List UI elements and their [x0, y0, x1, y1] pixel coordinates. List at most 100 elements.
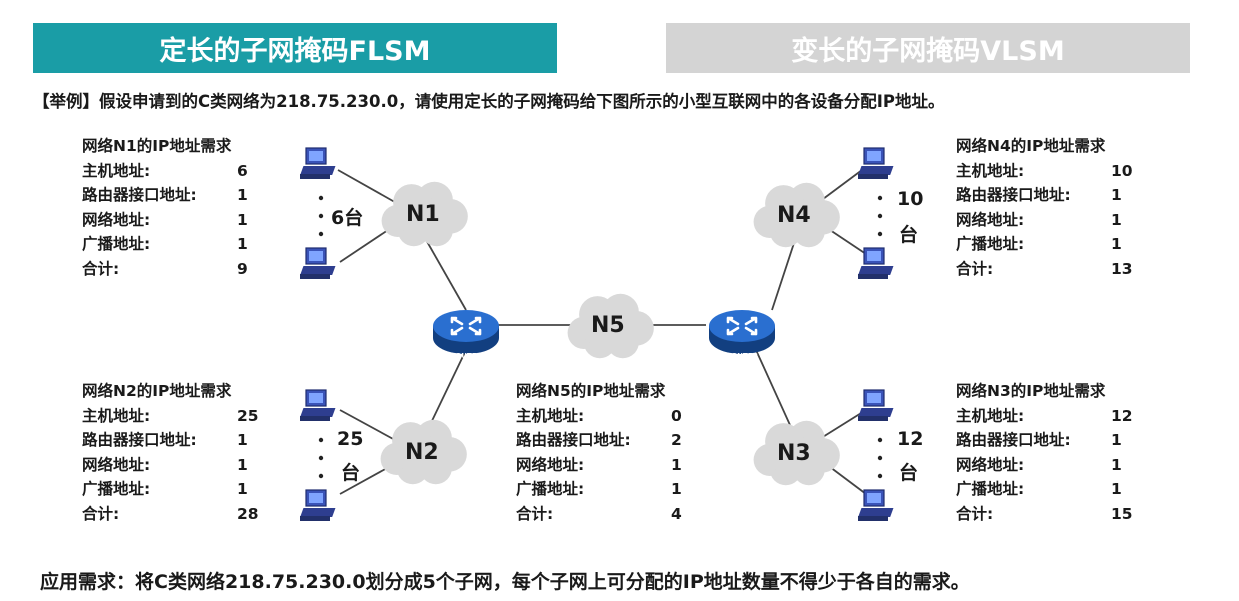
req-row: 主机地址: 0 [516, 404, 682, 429]
pc-n1-bottom-icon [299, 247, 337, 280]
req-value: 1 [1111, 186, 1122, 204]
router-right-label: ROUTER [726, 352, 759, 360]
req-value: 1 [237, 431, 248, 449]
req-key: 合计: [516, 504, 554, 523]
tab-flsm[interactable]: 定长的子网掩码FLSM [33, 23, 557, 73]
req-key: 路由器接口地址: [956, 431, 1071, 449]
req-value: 0 [671, 406, 682, 425]
req-key: 网络地址: [82, 210, 151, 229]
req-key: 主机地址: [82, 161, 151, 180]
req-row: 网络地址: 1 [956, 208, 1122, 233]
req-row: 路由器接口地址: 1 [956, 183, 1122, 208]
req-value: 1 [237, 186, 248, 204]
pc-n1-top-icon [299, 147, 337, 180]
req-block-n3: 网络N3的IP地址需求 主机地址:12 路由器接口地址:1 网络地址:1 广播地… [956, 379, 1133, 527]
req-key: 合计: [956, 259, 994, 278]
req-key: 主机地址: [82, 406, 151, 425]
req-row: 广播地址: 1 [516, 477, 682, 502]
req-row: 路由器接口地址: 1 [956, 428, 1122, 453]
req-row: 主机地址:12 [956, 404, 1133, 429]
req-value: 9 [237, 259, 248, 278]
link-pc-n1-top [337, 169, 401, 206]
req-value: 25 [237, 406, 259, 425]
pc-n2-top-icon [299, 389, 337, 422]
req-value: 1 [237, 235, 248, 253]
pc-n2-bottom-icon [299, 489, 337, 522]
link-n1-router-left [424, 237, 467, 311]
req-key: 广播地址: [516, 480, 585, 498]
req-key: 广播地址: [82, 235, 151, 253]
pc-n3-bottom-icon [857, 489, 895, 522]
tab-flsm-label: 定长的子网掩码FLSM [159, 35, 431, 67]
req-key: 广播地址: [82, 480, 151, 498]
link-router-left-n2 [429, 349, 467, 426]
req-key: 合计: [82, 504, 120, 523]
req-title: 网络N2的IP地址需求 [82, 382, 232, 400]
link-router-right-n4 [771, 239, 796, 311]
req-block-n1: 网络N1的IP地址需求 主机地址:6 路由器接口地址:1 网络地址:1 广播地址… [82, 134, 248, 282]
req-value: 28 [237, 504, 259, 523]
req-value: 1 [1111, 431, 1122, 449]
req-title: 网络N3的IP地址需求 [956, 382, 1106, 400]
n1-label: N1 [406, 202, 440, 227]
req-key: 主机地址: [516, 406, 585, 425]
n3-host-count-unit: 台 [899, 462, 919, 484]
req-row: 广播地址: 1 [82, 232, 248, 257]
req-row: 网络地址:1 [82, 208, 248, 233]
req-value: 10 [1111, 161, 1133, 180]
req-key: 网络地址: [516, 455, 585, 474]
n2-host-count-num: 25 [337, 428, 364, 450]
link-pc-n2-top [339, 409, 396, 441]
req-key: 网络地址: [956, 455, 1025, 474]
req-value: 15 [1111, 504, 1133, 523]
req-row: 主机地址: 25 [82, 404, 259, 429]
req-key: 路由器接口地址: [516, 431, 631, 449]
req-key: 网络地址: [956, 210, 1025, 229]
req-row: 广播地址: 1 [956, 232, 1122, 257]
req-key: 广播地址: [956, 235, 1025, 253]
req-key: 主机地址: [956, 406, 1025, 425]
req-title: 网络N4的IP地址需求 [956, 137, 1106, 155]
n4-host-count-num: 10 [897, 188, 924, 210]
req-key: 路由器接口地址: [82, 431, 197, 449]
req-row: 主机地址: 10 [956, 159, 1133, 184]
req-value: 1 [671, 455, 682, 474]
req-row: 合计: 15 [956, 502, 1133, 527]
req-value: 4 [671, 504, 682, 523]
example-text: 【举例】假设申请到的C类网络为218.75.230.0，请使用定长的子网掩码给下… [33, 92, 945, 111]
req-block-n2: 网络N2的IP地址需求 主机地址:25 路由器接口地址:1 网络地址:1 广播地… [82, 379, 259, 526]
req-key: 路由器接口地址: [956, 186, 1071, 204]
router-right-icon [707, 308, 777, 356]
n2-label: N2 [405, 440, 439, 465]
req-row: 广播地址:1 [82, 477, 248, 502]
req-value: 13 [1111, 259, 1133, 278]
req-value: 1 [671, 480, 682, 498]
req-value: 1 [237, 455, 248, 474]
req-key: 主机地址: [956, 161, 1025, 180]
router-left-icon [431, 308, 501, 356]
tab-vlsm[interactable]: 变长的子网掩码VLSM [666, 23, 1190, 73]
req-row: 网络地址:1 [956, 453, 1122, 478]
req-row: 广播地址:1 [956, 477, 1122, 502]
req-row: 路由器接口地址: 1 [82, 428, 248, 453]
req-row: 合计: 4 [516, 502, 682, 527]
link-router-right-n3 [755, 349, 791, 426]
req-row: 路由器接口地址:1 [82, 183, 248, 208]
req-row: 网络地址: 1 [516, 453, 682, 478]
pc-n3-top-icon [857, 389, 895, 422]
req-block-n4: 网络N4的IP地址需求 主机地址: 10 路由器接口地址: 1 网络地址: 1 广播地… [956, 134, 1133, 281]
n1-host-count: 6台 [331, 207, 364, 229]
req-row: 路由器接口地址:2 [516, 428, 682, 453]
tab-vlsm-label: 变长的子网掩码VLSM [791, 35, 1065, 67]
footer-text: 应用需求：将C类网络218.75.230.0划分成5个子网，每个子网上可分配的I… [40, 571, 970, 593]
req-value: 1 [1111, 210, 1122, 229]
pc-n4-top-icon [857, 147, 895, 180]
n3-host-count-num: 12 [897, 428, 924, 450]
req-row: 合计:9 [82, 257, 248, 282]
req-value: 1 [1111, 480, 1122, 498]
req-title: 网络N5的IP地址需求 [516, 382, 666, 400]
req-key: 合计: [956, 504, 994, 523]
req-value: 1 [1111, 235, 1122, 253]
req-row: 主机地址: 6 [82, 159, 248, 184]
req-value: 6 [237, 161, 248, 180]
